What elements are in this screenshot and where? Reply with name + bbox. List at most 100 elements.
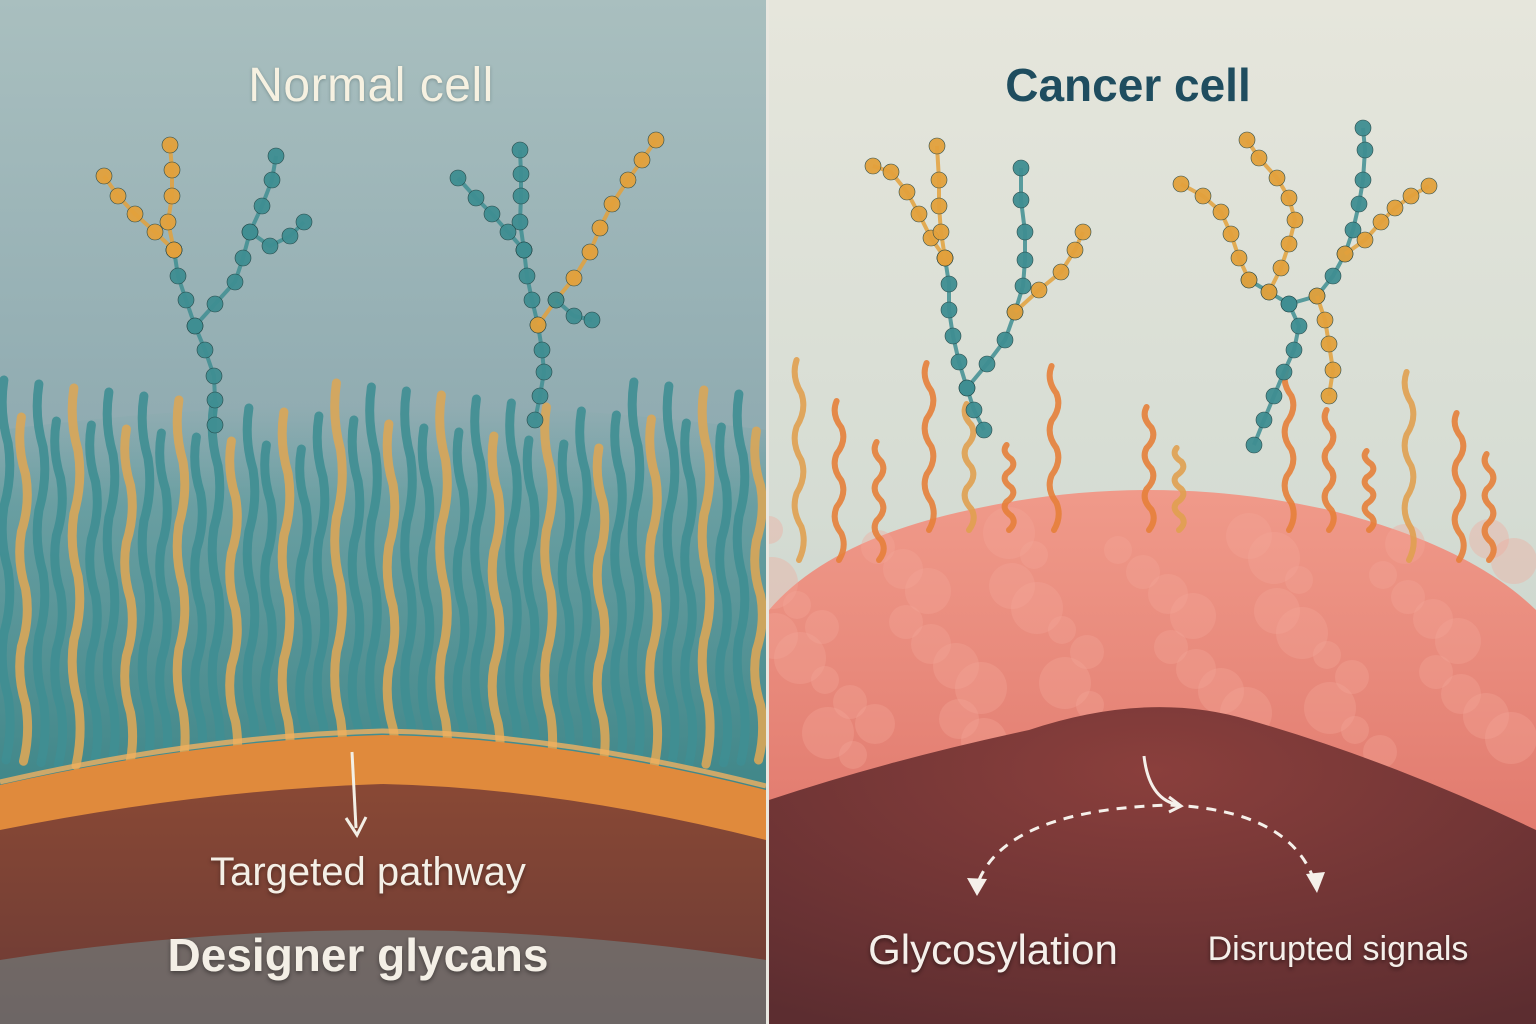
targeted-pathway-arrow — [344, 751, 368, 839]
disrupted-signals-label: Disrupted signals — [1207, 930, 1469, 968]
glycan-strand — [575, 406, 593, 779]
sugar-residue — [483, 205, 501, 223]
glycan-strand — [400, 386, 418, 793]
sugar-residue — [169, 267, 187, 285]
membrane-bump — [783, 591, 811, 619]
glycan-strand — [15, 412, 33, 766]
sugar-residue — [206, 295, 224, 313]
membrane-bump — [1441, 674, 1481, 714]
sugar-residue — [1255, 411, 1273, 429]
glycan-strand — [470, 394, 488, 787]
sugar-residue — [1324, 361, 1342, 379]
glycan-strand — [645, 414, 663, 773]
membrane-bump — [861, 530, 895, 564]
glycan-strand — [750, 426, 766, 765]
sugar-residue — [581, 243, 599, 261]
membrane-bump — [933, 643, 979, 689]
sugar-residue — [1344, 221, 1362, 239]
membrane-bump — [1048, 616, 1076, 644]
sugar-residue — [186, 317, 204, 335]
sugar-residue — [1356, 141, 1374, 159]
sugar-residue — [932, 223, 950, 241]
sugar-residue — [1420, 177, 1438, 195]
sugar-residue — [1030, 281, 1048, 299]
membrane-bump — [1385, 524, 1425, 564]
membrane-bump — [1170, 593, 1216, 639]
sugar-residue — [1372, 213, 1390, 231]
glycan-strand — [120, 424, 138, 775]
sugar-residue — [940, 301, 958, 319]
membrane-bump — [1254, 588, 1300, 634]
membrane-bump — [1435, 618, 1481, 664]
sugar-residue — [978, 355, 996, 373]
membrane-bump — [955, 662, 1007, 714]
targeted-pathway-label: Targeted pathway — [210, 850, 526, 894]
glycan-strand — [871, 439, 887, 563]
glycan-strand — [961, 401, 977, 533]
sugar-residue — [159, 213, 177, 231]
membrane-bump — [989, 563, 1035, 609]
sugar-residue — [533, 341, 551, 359]
membrane-bump — [939, 699, 979, 739]
sugar-residue — [1012, 191, 1030, 209]
membrane-bump — [769, 516, 783, 544]
sugar-residue — [1285, 341, 1303, 359]
sugar-residue — [1006, 303, 1024, 321]
glycan-strand — [1451, 410, 1467, 563]
membrane-bump — [1413, 599, 1453, 639]
membrane-bump — [1020, 541, 1048, 569]
membrane-bump — [833, 685, 867, 719]
sugar-residue — [511, 141, 529, 159]
sugar-residue — [1350, 195, 1368, 213]
sugar-residue — [1402, 187, 1420, 205]
sugar-residue — [996, 331, 1014, 349]
sugar-residue — [526, 411, 544, 429]
sugar-residue — [1238, 131, 1256, 149]
membrane-bump — [1341, 716, 1369, 744]
sugar-residue — [295, 213, 313, 231]
sugar-residue — [512, 165, 530, 183]
sugar-residue — [261, 237, 279, 255]
sugar-residue — [1212, 203, 1230, 221]
sugar-residue — [1386, 199, 1404, 217]
glycan-strand — [697, 385, 715, 769]
sugar-residue — [1172, 175, 1190, 193]
membrane-bump — [1011, 582, 1063, 634]
sugar-residue — [1280, 295, 1298, 313]
glycan-strand — [32, 379, 50, 768]
membrane-bump — [905, 568, 951, 614]
sugar-residue — [267, 147, 285, 165]
glycan-strand — [1141, 404, 1157, 533]
cancer-cell-illustration — [769, 0, 1536, 1024]
sugar-residue — [234, 249, 252, 267]
glycan-strand — [540, 402, 558, 782]
sugar-residue — [1014, 277, 1032, 295]
glycan-strand — [487, 431, 505, 786]
sugar-residue — [253, 197, 271, 215]
sugar-residue — [940, 275, 958, 293]
membrane-bump — [1070, 635, 1104, 669]
membrane-bump — [1491, 538, 1536, 584]
glycan-strand — [505, 398, 523, 785]
glycan-strand — [172, 395, 190, 779]
glycan-strand — [155, 428, 173, 777]
sugar-residue — [241, 223, 259, 241]
sugar-residue — [1336, 245, 1354, 263]
glycan-strand — [592, 443, 610, 778]
sugar-residue — [126, 205, 144, 223]
sugar-residue — [205, 367, 223, 385]
sugar-residue — [565, 269, 583, 287]
glycan-strand — [831, 398, 847, 563]
sugar-residue — [146, 223, 164, 241]
sugar-residue — [1240, 271, 1258, 289]
membrane-bump — [1248, 532, 1300, 584]
glycosylation-label: Glycosylation — [868, 926, 1118, 973]
sugar-residue — [1316, 311, 1334, 329]
glycan-strand — [627, 377, 645, 775]
sugar-residue — [518, 267, 536, 285]
sugar-residue — [1074, 223, 1092, 241]
sugar-residue — [515, 241, 533, 259]
sugar-residue — [633, 151, 651, 169]
membrane-bump — [855, 704, 895, 744]
glycan-tree-left — [95, 136, 313, 434]
